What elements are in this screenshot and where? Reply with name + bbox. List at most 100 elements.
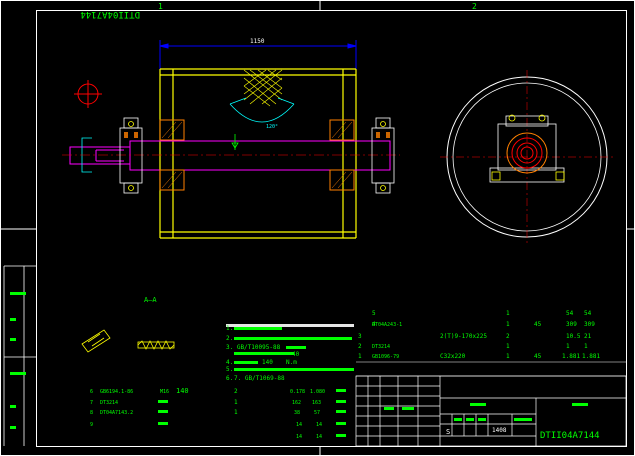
row-c1: 45 [534,353,542,360]
note-7: 7. GB/T1069-88 [234,375,285,382]
row-code: GB1096-79 [372,354,399,360]
parts-upper-row: 1 GB1096-79 C32x220 1 45 1.881 1.881 [358,353,600,360]
drawing-number: DTII04A7144 [540,431,600,441]
row-code: DT3214 [100,400,118,406]
parts-lower-row: 6 GB6194.1-86 M16 140 2 [90,387,238,395]
parts-upper-row: 2 DT3214 1 1 1 [358,343,588,350]
section-detail-right [137,340,175,350]
title-block [355,375,627,447]
note-1: 1. [226,325,233,332]
note-4-unit: N.m [286,359,297,366]
left-margin-text [10,292,26,429]
lower-qty-column [158,389,346,437]
lower-value: 38 [294,410,300,416]
shaft [69,140,391,171]
row-c3: 309 [584,321,595,328]
row-no: 3 [358,333,362,340]
bearing-fill [124,132,390,138]
row-qty: 1 [506,310,510,317]
note-2: 2. [226,335,233,342]
angle-label: 120° [266,124,278,130]
hub-hatching [161,121,353,189]
row-c2: 1.881 [562,353,580,360]
parts-upper-row: 5 1 54 54 [372,310,592,317]
section-marker [231,134,239,150]
angle-arc [229,97,295,123]
row-qty: 1 [506,321,510,328]
lower-value: 14 [316,434,322,440]
row-c2: 1 [566,343,570,350]
title-scale-cell: 1408 [492,427,507,434]
row-qty: 2 [506,333,510,340]
parts-upper-row: 4 DT04A243-1 DT04A243-1 1 45 309 309 [372,321,595,328]
row-no: 7 [90,400,93,406]
row-c1: 45 [534,321,542,328]
parts-upper-header-lines [356,361,626,377]
row-qty: 1 [506,353,510,360]
parts-lower-row: 9 [90,422,93,428]
side-view [440,70,615,245]
parts-list-lower: 6 GB6194.1-86 M16 140 2 7 DT3214 1 8 DT0… [90,387,238,428]
drawing-code-rotated: DTII04A7144 [80,9,140,19]
bearing-housing-left [119,117,143,194]
row-c2: 309 [566,321,577,328]
pillow-bolts [508,114,546,122]
row-qty: 1 [506,343,510,350]
section-detail-left [81,329,111,353]
left-margin-strip [3,265,36,446]
note-3-value: 40 [292,351,300,358]
drum-shell [159,68,357,239]
lower-value: 0.178 [290,389,305,395]
dimension-width-label: 1150 [250,38,265,45]
row-code: DT3214 [372,344,390,350]
lower-value: 163 [312,400,321,406]
lower-value: 1.080 [310,389,325,395]
row-no: 4 [372,321,376,328]
lower-value: 57 [314,410,320,416]
row-c2: 54 [566,310,574,317]
lower-value: 14 [296,434,302,440]
row-no: 2 [358,343,362,350]
parts-upper-row: 3 2(T)9-170x225 2 10.5 21 [358,333,592,340]
row-qty: 1 [234,399,238,406]
note-5: 5. [226,366,233,373]
note-4-torque: 140 [262,359,273,366]
row-no: 1 [358,353,362,360]
lower-value: 162 [292,400,301,406]
row-spec: C32x220 [440,353,466,360]
row-code-visible: DT04A243-1 [372,322,402,328]
title-block-labels [384,403,588,421]
note-6: 6. [226,375,233,382]
lower-value: 14 [296,422,302,428]
border-number-2: 2 [472,2,477,11]
row-dim: 140 [176,387,189,395]
row-no: 8 [90,410,93,416]
row-c3: 21 [584,333,592,340]
border-number-1: 1 [158,2,163,11]
note-3: 3. GB/T10095-88 [226,344,281,351]
row-c3: 1 [584,343,588,350]
technical-notes: 1. 2. 3. GB/T10095-88 40 4. 140 N.m 5. 6… [226,324,354,382]
row-name: M16 [160,389,169,395]
lagging-hatch [243,69,283,107]
row-qty: 1 [234,409,238,416]
row-c3: 54 [584,310,592,317]
row-spec: 2(T)9-170x225 [440,333,487,340]
dimension-line [159,40,357,70]
parts-lower-row: 8 DT04A7143.2 1 [90,409,238,416]
row-code: GB6194.1-86 [100,389,133,395]
lower-value: 14 [316,422,322,428]
row-c2: 10.5 [566,333,581,340]
drum-hubs [159,119,355,191]
hub-rings [506,132,548,174]
section-title: A–A [144,296,157,304]
row-qty: 2 [234,388,238,395]
note-4: 4. [226,359,233,366]
title-mark: S [446,428,450,436]
parts-list-upper: 5 1 54 54 4 DT04A243-1 DT04A243-1 1 45 3… [358,310,600,360]
pillow-block [489,115,565,183]
lower-values-column: 0.178 1.080 162 163 38 57 14 14 14 14 [290,389,325,440]
row-c3: 1.881 [582,353,600,360]
row-code: DT04A7143.2 [100,410,133,416]
